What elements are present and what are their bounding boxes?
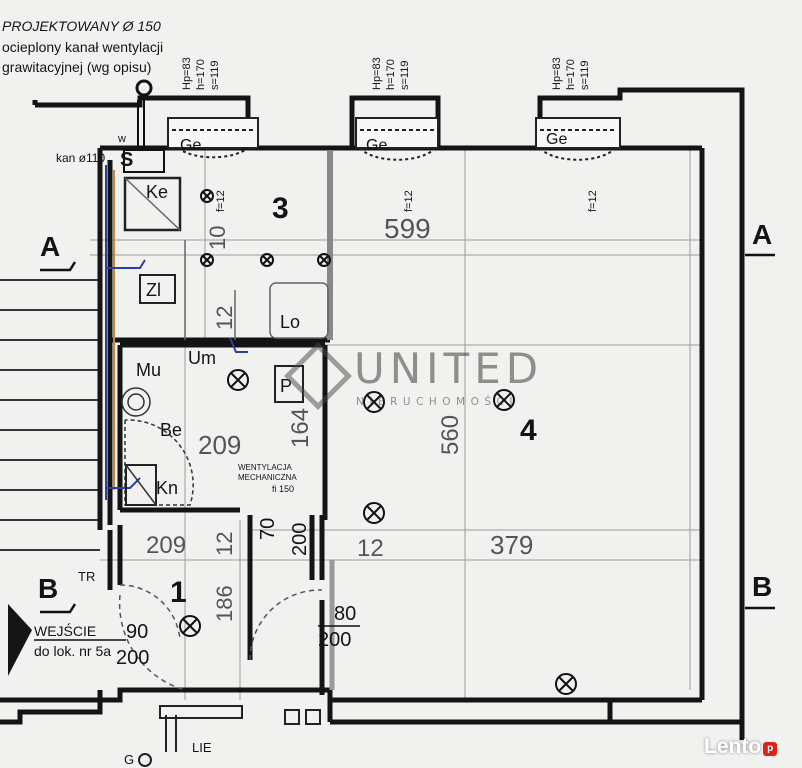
bath-dim-164: 164: [287, 408, 314, 448]
svg-text:s=119: s=119: [209, 61, 221, 90]
door-dim-200c: 200: [116, 647, 149, 669]
fixture-mu: Mu: [136, 360, 161, 380]
svg-text:h=170: h=170: [385, 59, 397, 90]
fixture-ke: Ke: [146, 182, 168, 202]
bath-dim-209: 209: [198, 430, 241, 460]
door-dim-90: 90: [126, 621, 148, 643]
door-dim-200a: 200: [289, 523, 311, 556]
vent-line1: WENTYLACJA: [238, 463, 292, 472]
note-line2: ocieplony kanał wentylacji: [2, 39, 163, 55]
fixture-g: G: [124, 752, 134, 767]
light-fixtures: [179, 189, 577, 695]
watermark-diamond-icon: [284, 342, 352, 410]
pipes: [105, 165, 248, 500]
window-spec-2: Hp=83 h=170 s=119: [371, 57, 411, 90]
svg-text:Hp=83: Hp=83: [551, 57, 563, 90]
room-1-dim-186: 186: [212, 585, 237, 622]
note-line3: grawitacyjnej (wg opisu): [2, 59, 151, 75]
fixture-be: Be: [160, 420, 182, 440]
svg-text:h=170: h=170: [195, 59, 207, 90]
entrance-line1: WEJŚCIE: [34, 622, 96, 639]
bathroom-fixtures: [121, 365, 304, 506]
lento-brand-text: Lento: [704, 735, 762, 758]
svg-text:Hp=83: Hp=83: [181, 57, 193, 90]
watermark-word: UNITED: [354, 344, 544, 393]
fixture-lie: LIE: [192, 740, 212, 755]
watermark-logo: UNITED NIERUCHOMOŚCI: [284, 340, 538, 420]
section-b-right: B: [752, 571, 772, 602]
fixture-kn: Kn: [156, 478, 178, 498]
watermark-subtitle: NIERUCHOMOŚCI: [356, 396, 518, 408]
room-1-number: 1: [170, 576, 187, 609]
radiator-label-1: Ge: [180, 137, 201, 154]
svg-text:s=119: s=119: [579, 61, 591, 90]
fixture-p: P: [280, 376, 292, 396]
entrance-line2: do lok. nr 5a: [34, 643, 111, 659]
door-swings: [118, 584, 323, 691]
room-3-number: 3: [272, 192, 289, 225]
fixture-tr: TR: [78, 569, 95, 584]
room-4-dim-379: 379: [490, 530, 533, 560]
bottom-details: [138, 705, 321, 767]
svg-text:h=170: h=170: [565, 59, 577, 90]
svg-text:s=119: s=119: [399, 61, 411, 90]
lento-dot-icon: p: [763, 742, 778, 756]
room-3-dim-12: 12: [212, 306, 237, 330]
stairs: [0, 279, 100, 551]
window-spec-3: Hp=83 h=170 s=119: [551, 57, 591, 90]
room-3-dim-10: 10: [205, 226, 230, 250]
windows: [167, 117, 621, 161]
window-spec-1: Hp=83 h=170 s=119: [181, 57, 221, 90]
f-label-1: f=12: [215, 190, 227, 212]
f-label-3: f=12: [587, 190, 599, 212]
vent-shaft: [123, 79, 165, 173]
fixture-w: w: [117, 133, 126, 145]
fixture-lo: Lo: [280, 312, 300, 332]
section-b-left: B: [38, 573, 58, 604]
section-a-right: A: [752, 219, 772, 250]
section-a-left: A: [40, 231, 60, 262]
entrance-arrow: [8, 604, 32, 676]
room-3-dim-599: 599: [384, 213, 431, 244]
pipe-kan: kan ø110: [56, 151, 105, 165]
fixture-zl: Zl: [146, 280, 161, 300]
room-1-dim-12: 12: [212, 532, 237, 556]
room-1-dim-209: 209: [146, 532, 186, 559]
door-dim-70: 70: [257, 518, 279, 540]
fixture-um: Um: [188, 348, 216, 368]
svg-text:Hp=83: Hp=83: [371, 57, 383, 90]
room-4-dim-12: 12: [357, 535, 384, 562]
vent-line3: fi 150: [272, 484, 294, 494]
note-line1: PROJEKTOWANY Ø 150: [2, 18, 161, 34]
radiator-label-3: Ge: [546, 131, 567, 148]
fixture-s: S: [120, 149, 133, 171]
door-dim-200b: 200: [318, 629, 351, 651]
door-dim-80: 80: [334, 603, 356, 625]
radiator-label-2: Ge: [366, 137, 387, 154]
kitchen-counter: [123, 176, 329, 340]
vent-line2: MECHANICZNA: [238, 473, 297, 482]
f-label-2: f=12: [403, 190, 415, 212]
room-4-number: 4: [520, 414, 537, 447]
room-4-dim-560: 560: [437, 415, 464, 455]
section-lines: [40, 253, 775, 614]
